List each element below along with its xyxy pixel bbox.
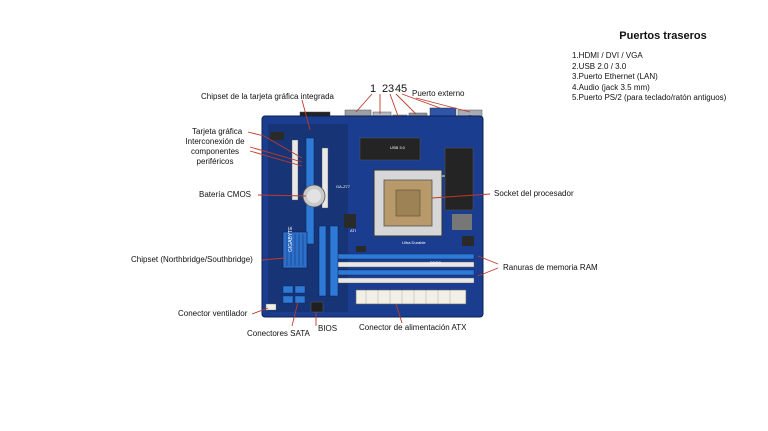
legend-title: Puertos traseros [564, 30, 762, 42]
board-usb30: USB 3.0 [390, 145, 406, 150]
label-bateria: Batería CMOS [199, 190, 251, 200]
legend-list: 1.HDMI / DVI / VGA 2.USB 2.0 / 3.0 3.Pue… [572, 51, 762, 104]
label-tarjeta-grafica: Tarjeta gráfica [192, 127, 242, 137]
bios-chip [311, 302, 323, 312]
fan-header [266, 304, 276, 310]
label-interconexion: Interconexión de componentes periféricos [178, 137, 252, 167]
label-socket: Socket del procesador [494, 189, 574, 199]
legend-item: 2.USB 2.0 / 3.0 [572, 62, 762, 73]
port-number-5: 5 [401, 83, 407, 95]
legend-item: 4.Audio (jack 3.5 mm) [572, 83, 762, 94]
atx-connector [356, 290, 466, 304]
legend: Puertos traseros 1.HDMI / DVI / VGA 2.US… [572, 30, 762, 104]
board-ati: ATI [350, 228, 356, 233]
board-model: GA-Z77 [336, 184, 351, 189]
board-brand: GIGABYTE [288, 226, 294, 252]
cpu-socket [374, 170, 452, 236]
legend-item: 1.HDMI / DVI / VGA [572, 51, 762, 62]
board-ultra: Ultra Durable [402, 240, 426, 245]
label-conectores-sata: Conectores SATA [247, 329, 310, 339]
label-conector-atx: Conector de alimentación ATX [359, 323, 466, 333]
legend-item: 5.Puerto PS/2 (para teclado/ratón antigu… [572, 93, 762, 104]
label-bios: BIOS [318, 324, 337, 334]
port-number-3: 3 [388, 83, 394, 95]
port-number-1: 1 [370, 83, 376, 95]
legend-item: 3.Puerto Ethernet (LAN) [572, 72, 762, 83]
label-puerto-externo: Puerto externo [412, 89, 464, 99]
board-ddr3: DDR3 [430, 260, 442, 265]
label-chipset-grafica: Chipset de la tarjeta gráfica integrada [201, 92, 334, 102]
label-chipset-nb-sb: Chipset (Northbridge/Southbridge) [131, 255, 253, 265]
label-ranuras-ram: Ranuras de memoria RAM [503, 263, 598, 273]
label-conector-ventilador: Conector ventilador [178, 309, 247, 319]
